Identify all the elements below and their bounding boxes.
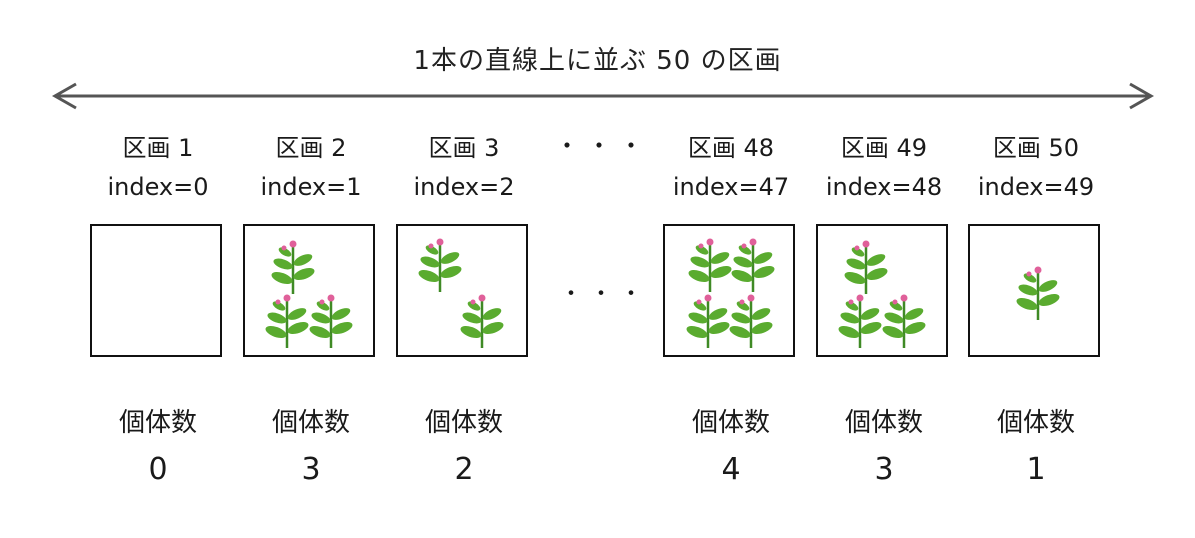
plot-name: 区画 50 xyxy=(992,134,1080,162)
plot-box xyxy=(243,224,375,357)
plot-name: 区画 2 xyxy=(275,134,347,162)
count-label: 個体数 xyxy=(996,408,1075,438)
count-value: 1 xyxy=(1026,452,1046,487)
double-arrow-line xyxy=(51,82,1155,110)
plot-name: 区画 48 xyxy=(687,134,775,162)
plot-index: index=1 xyxy=(260,173,362,201)
plot-index: index=2 xyxy=(413,173,515,201)
plot-name: 区画 49 xyxy=(840,134,928,162)
plant-icon xyxy=(309,294,353,348)
plant-icon xyxy=(731,238,775,292)
plot-box xyxy=(968,224,1100,357)
plant-icon xyxy=(1016,266,1060,320)
plot-box xyxy=(90,224,222,357)
count-label: 個体数 xyxy=(271,408,350,438)
count-value: 3 xyxy=(301,452,321,487)
plot-name: 区画 3 xyxy=(428,134,500,162)
count-value: 4 xyxy=(721,452,741,487)
plant-icon xyxy=(688,238,732,292)
plant-icon xyxy=(686,294,730,348)
plant-icon xyxy=(844,240,888,294)
diagram-title: 1本の直線上に並ぶ 50 の区画 xyxy=(413,46,782,76)
plot-index: index=47 xyxy=(672,173,790,201)
plot-index: index=0 xyxy=(107,173,209,201)
count-label: 個体数 xyxy=(118,408,197,438)
plot-index: index=48 xyxy=(825,173,943,201)
count-value: 0 xyxy=(148,452,168,487)
count-label: 個体数 xyxy=(844,408,923,438)
plant-icon xyxy=(418,238,462,292)
plant-icon xyxy=(271,240,315,294)
plot-box xyxy=(663,224,795,357)
plot-box xyxy=(816,224,948,357)
plant-icon xyxy=(838,294,882,348)
plant-icon xyxy=(882,294,926,348)
plot-name: 区画 1 xyxy=(122,134,194,162)
count-value: 2 xyxy=(454,452,474,487)
plant-icon xyxy=(460,294,504,348)
count-label: 個体数 xyxy=(691,408,770,438)
plot-box xyxy=(396,224,528,357)
count-label: 個体数 xyxy=(424,408,503,438)
ellipsis-top: ・・・ xyxy=(555,132,651,160)
count-value: 3 xyxy=(874,452,894,487)
plot-index: index=49 xyxy=(977,173,1095,201)
ellipsis-middle: ・・・ xyxy=(560,282,651,307)
plant-icon xyxy=(729,294,773,348)
plant-icon xyxy=(265,294,309,348)
